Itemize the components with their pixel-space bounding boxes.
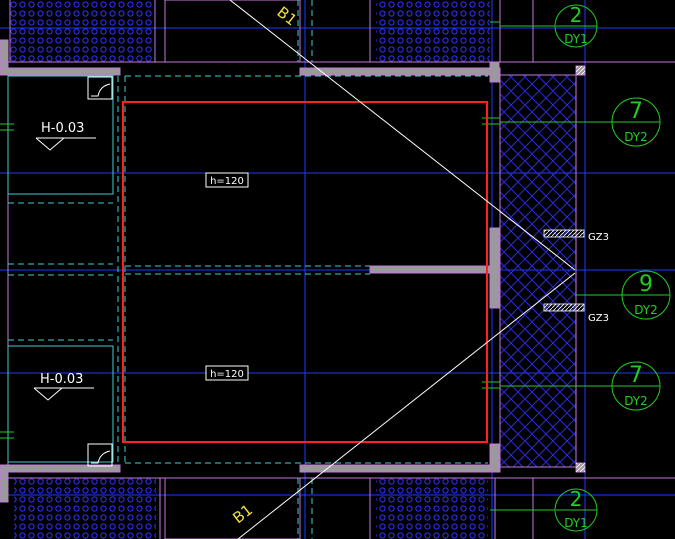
tick-marks — [0, 21, 500, 511]
grid-bubble-number: 7 — [629, 99, 643, 124]
level-mark-2: H-0.03 — [33, 372, 94, 401]
level-triangle-icon — [35, 137, 96, 151]
circle-hatch-regions — [10, 0, 490, 539]
slab-label-2: h=120 — [205, 365, 249, 381]
grid-bubble-code: DY1 — [564, 32, 588, 46]
beam-label: B1 — [229, 501, 256, 527]
grid-bubble — [500, 4, 598, 48]
grid-bubble-code: DY1 — [564, 516, 588, 530]
column-tag-text: GZ3 — [588, 313, 609, 324]
corner-symbols — [87, 76, 113, 467]
grid-bubble-code: DY2 — [624, 394, 648, 408]
cross-hatch-region — [499, 74, 577, 468]
grid-bubble — [500, 97, 661, 147]
grid-bubble-number: 2 — [570, 487, 583, 511]
level-mark-1: H-0.03 — [35, 121, 96, 151]
column-tag-text: GZ3 — [588, 232, 609, 243]
beam-dashes — [8, 0, 488, 539]
slab-label-1: h=120 — [205, 172, 249, 188]
grid-bubble — [500, 488, 598, 532]
grid-bubble-number: 7 — [629, 363, 643, 388]
grid-bubble-code: DY2 — [634, 303, 658, 317]
level-triangle-icon — [33, 387, 94, 401]
column-tag-hatches — [543, 66, 585, 472]
slab-outline — [122, 101, 488, 443]
walls — [0, 39, 586, 503]
grid-bubble — [500, 361, 661, 411]
grid-bubble-code: DY2 — [624, 130, 648, 144]
left-rooms — [7, 75, 114, 463]
beam-label: B1 — [274, 3, 301, 29]
grid-bubble — [575, 270, 671, 320]
diagonal-beams — [229, 0, 576, 539]
slab-thickness-text: h=120 — [210, 176, 244, 187]
slab-thickness-text: h=120 — [210, 369, 244, 380]
grid-bubble-number: 9 — [639, 272, 653, 297]
grid-bubble-number: 2 — [570, 3, 583, 27]
level-mark-text: H-0.03 — [41, 121, 84, 136]
level-mark-text: H-0.03 — [40, 372, 83, 387]
